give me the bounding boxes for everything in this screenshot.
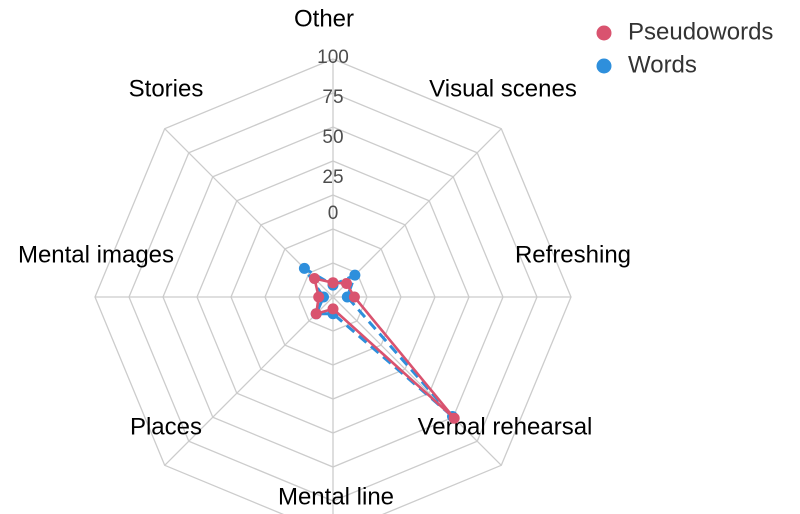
- data-point: [348, 291, 360, 303]
- legend-marker: [596, 25, 612, 41]
- axis-label: Verbal rehearsal: [418, 413, 593, 440]
- legend-label: Pseudowords: [628, 18, 773, 45]
- r-tick-label: 50: [322, 127, 343, 148]
- radial-tick-labels: 0 25 50 75 100: [317, 47, 349, 224]
- r-tick-label: 0: [328, 203, 339, 224]
- r-tick-label: 100: [317, 47, 349, 68]
- data-point: [448, 412, 460, 424]
- axis-label: Mental line: [278, 483, 394, 510]
- legend-label: Words: [628, 51, 697, 78]
- axis-label: Other: [294, 5, 354, 32]
- r-tick-label: 25: [322, 167, 343, 188]
- data-point: [313, 291, 325, 303]
- data-series: [298, 262, 460, 424]
- data-point: [309, 273, 320, 284]
- axis-label: Visual scenes: [429, 75, 577, 102]
- data-point: [341, 278, 352, 289]
- grid-ring: [94, 58, 572, 514]
- axis-label: Refreshing: [515, 241, 631, 268]
- axis-label: Stories: [129, 75, 204, 102]
- grid-spoke: [164, 296, 334, 466]
- grid-spoke: [332, 128, 502, 298]
- axis-label: Places: [130, 413, 202, 440]
- data-point: [349, 269, 361, 281]
- data-point: [310, 308, 322, 320]
- axis-label: Mental images: [18, 241, 174, 268]
- legend-marker: [596, 58, 612, 74]
- data-point: [298, 262, 310, 274]
- data-point: [327, 303, 339, 315]
- grid-spoke: [332, 296, 502, 466]
- r-tick-label: 75: [322, 87, 343, 108]
- data-point: [327, 277, 339, 289]
